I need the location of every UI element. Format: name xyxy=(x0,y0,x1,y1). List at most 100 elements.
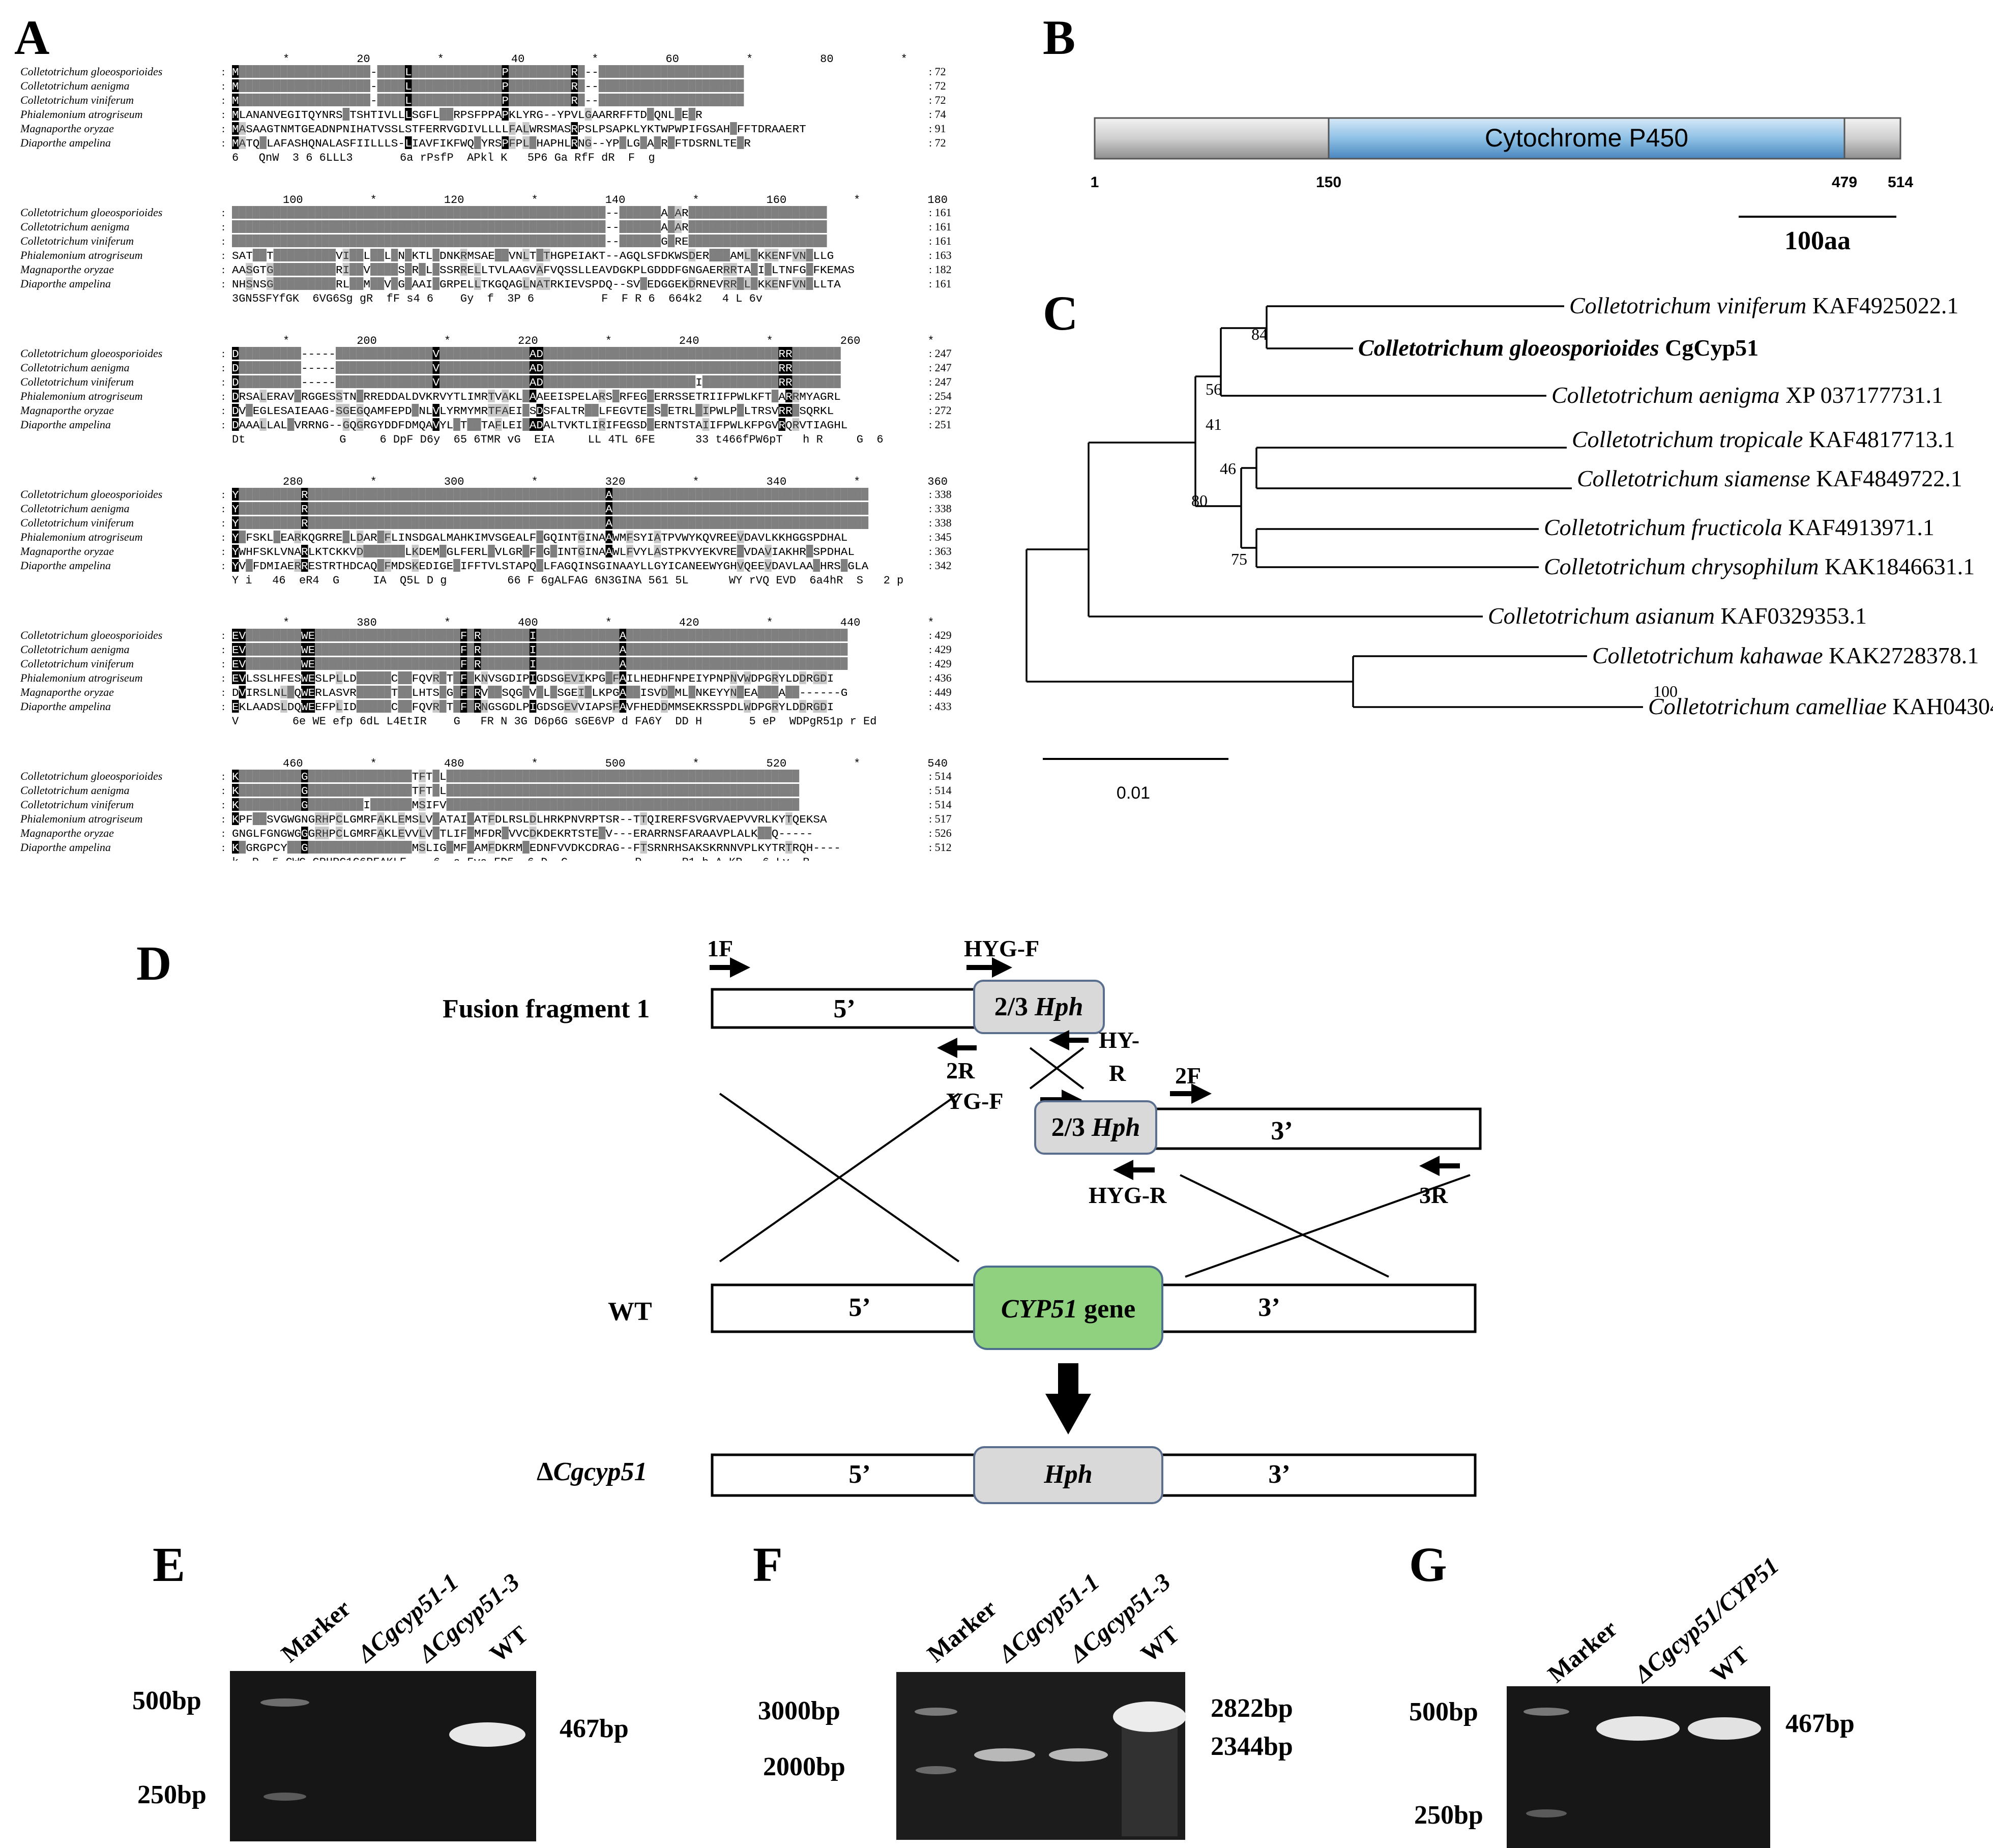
alignment-species-name: Colletotrichum gloeosporioides xyxy=(20,206,162,219)
alignment-shade xyxy=(232,220,239,233)
alignment-shade xyxy=(578,375,585,388)
alignment-shade xyxy=(280,94,287,106)
alignment-shade xyxy=(557,629,564,641)
alignment-shade xyxy=(571,65,578,78)
alignment-shade xyxy=(349,220,357,233)
alignment-shade xyxy=(557,361,564,374)
alignment-shade xyxy=(605,65,612,78)
alignment-shade xyxy=(301,488,308,501)
alignment-shade xyxy=(806,657,813,670)
alignment-shade xyxy=(329,65,336,78)
alignment-ruler: * 200 * 220 * 240 * 260 * xyxy=(283,335,934,347)
alignment-shade xyxy=(377,671,385,684)
alignment-shade xyxy=(509,220,516,233)
alignment-shade xyxy=(494,657,502,670)
alignment-colon: : xyxy=(222,136,225,149)
alignment-shade xyxy=(377,643,385,656)
alignment-shade xyxy=(564,502,571,515)
alignment-shade xyxy=(446,347,454,360)
alignment-shade xyxy=(267,277,274,290)
alignment-shade xyxy=(405,277,412,290)
alignment-shade xyxy=(239,375,246,388)
alignment-shade xyxy=(356,234,364,247)
alignment-species-name: Diaporthe ampelina xyxy=(20,559,111,572)
alignment-shade xyxy=(757,488,765,501)
gel-f-wt-smear xyxy=(1122,1719,1178,1836)
alignment-ruler: * 20 * 40 * 60 * 80 * xyxy=(283,53,907,66)
gel-f-lane-labels: Marker ΔCgcyp51-1 ΔCgcyp51-3 WT xyxy=(922,1568,1184,1668)
alignment-shade xyxy=(592,657,599,670)
alignment-shade xyxy=(453,94,460,106)
alignment-shade xyxy=(509,643,516,656)
alignment-shade xyxy=(273,516,281,529)
alignment-species-name: Magnaporthe oryzae xyxy=(20,686,114,698)
alignment-shade xyxy=(571,516,578,529)
alignment-shade xyxy=(412,516,419,529)
alignment-shade xyxy=(765,206,772,219)
alignment-shade xyxy=(301,545,308,558)
alignment-shade xyxy=(571,136,578,149)
alignment-shade xyxy=(654,375,661,388)
alignment-shade xyxy=(377,629,385,641)
alignment-shade xyxy=(536,559,543,572)
alignment-shade xyxy=(661,404,668,417)
alignment-shade xyxy=(252,94,260,106)
alignment-shade xyxy=(308,65,315,78)
alignment-shade xyxy=(751,347,758,360)
alignment-shade xyxy=(336,79,343,92)
alignment-species-name: Phialemonium atrogriseum xyxy=(20,671,143,684)
alignment-shade xyxy=(453,516,460,529)
alignment-colon: : xyxy=(222,79,225,92)
alignment-shade xyxy=(702,234,710,247)
alignment-shade xyxy=(439,643,447,656)
alignment-shade xyxy=(695,516,702,529)
alignment-shade xyxy=(820,347,827,360)
alignment-shade xyxy=(287,643,295,656)
alignment-shade xyxy=(709,502,716,515)
alignment-shade xyxy=(737,531,744,543)
alignment-shade xyxy=(737,206,744,219)
alignment-shade xyxy=(813,559,820,572)
alignment-shade xyxy=(744,277,751,290)
alignment-shade xyxy=(405,220,412,233)
alignment-shade xyxy=(557,375,564,388)
alignment-shade xyxy=(820,375,827,388)
alignment-shade xyxy=(592,206,599,219)
alignment-shade xyxy=(688,361,696,374)
alignment-shade xyxy=(550,643,558,656)
alignment-shade xyxy=(855,502,862,515)
alignment-shade xyxy=(834,375,841,388)
alignment-shade xyxy=(682,375,689,388)
alignment-colon: : xyxy=(222,770,225,782)
alignment-shade xyxy=(529,136,537,149)
alignment-shade xyxy=(626,531,633,543)
alignment-shade xyxy=(661,361,668,374)
alignment-shade xyxy=(384,545,391,558)
alignment-shade xyxy=(239,643,246,656)
alignment-shade xyxy=(695,629,702,641)
alignment-shade xyxy=(384,629,391,641)
alignment-shade xyxy=(453,502,460,515)
alignment-colon: : xyxy=(222,347,225,360)
alignment-shade xyxy=(550,206,558,219)
alignment-shade xyxy=(647,418,654,431)
alignment-shade xyxy=(834,516,841,529)
alignment-shade xyxy=(647,629,654,641)
gel-e-marker-band-500 xyxy=(260,1698,309,1707)
alignment-shade xyxy=(329,94,336,106)
alignment-shade xyxy=(709,65,716,78)
alignment-shade xyxy=(654,545,661,558)
alignment-shade xyxy=(273,234,281,247)
alignment-shade xyxy=(308,671,315,684)
alignment-shade xyxy=(377,79,385,92)
alignment-sequence: KRIGRAGNGWGSGRHPCLGMRFAKLETFTVLATAIFVAKF… xyxy=(232,786,800,798)
alignment-shade xyxy=(342,220,350,233)
alignment-shade xyxy=(584,108,592,121)
alignment-shade xyxy=(239,657,246,670)
bootstrap-value: 80 xyxy=(1191,491,1208,510)
alignment-species-name: Colletotrichum aenigma xyxy=(20,643,129,656)
alignment-shade xyxy=(682,94,689,106)
alignment-shade xyxy=(439,234,447,247)
alignment-shade xyxy=(315,629,322,641)
alignment-shade xyxy=(765,559,772,572)
